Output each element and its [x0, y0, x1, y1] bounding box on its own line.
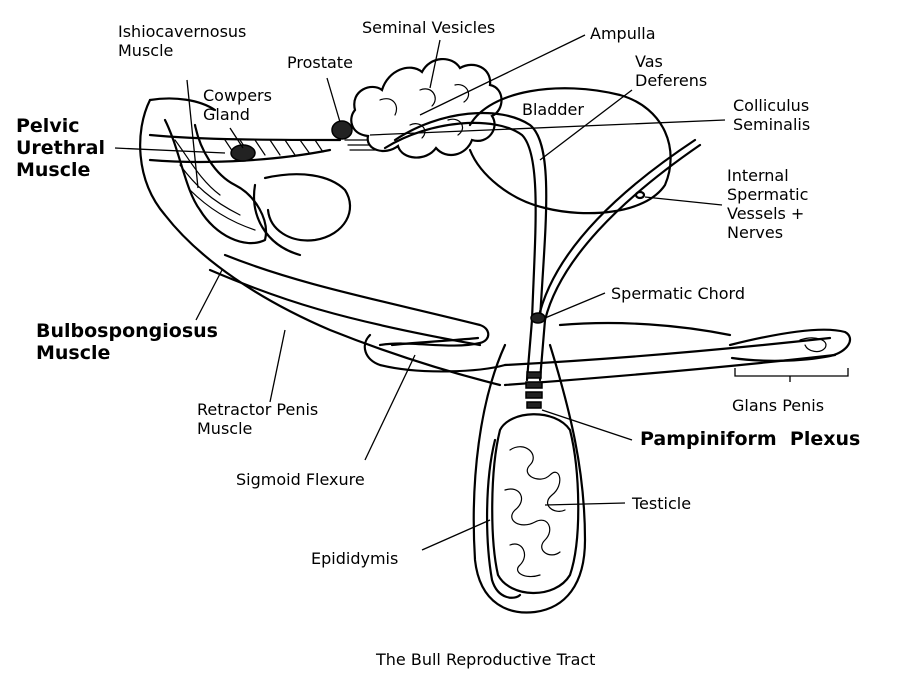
leader-bulbospongiosus: [195, 269, 223, 321]
testis-outline: [491, 413, 580, 595]
leader-cowpers: [229, 127, 244, 149]
sigmoid-flexure-shape: [363, 333, 507, 373]
leader-testicle: [544, 502, 626, 506]
penis-upper: [223, 253, 490, 347]
label-seminal-vesicles: Seminal Vesicles: [362, 18, 496, 37]
label-colliculus-seminalis: Colliculus Seminalis: [733, 96, 811, 134]
label-cowpers-gland: Cowpers Gland: [203, 86, 272, 124]
glans-bracket: [734, 368, 849, 382]
abdominal-wall: [558, 321, 732, 337]
vas-deferens-path-2: [383, 121, 537, 322]
leader-spermatic-chord: [544, 292, 606, 319]
seminal-vesicles-shape: [350, 58, 503, 159]
sigmoid-inner: [390, 336, 480, 347]
label-internal-spermatic: Internal Spermatic Vessels + Nerves: [727, 166, 809, 242]
figure-caption: The Bull Reproductive Tract: [376, 650, 596, 669]
ischiocavernosus-muscle: [163, 118, 268, 245]
leader-seminal-vesicles: [429, 39, 441, 89]
label-vas-deferens: Vas Deferens: [635, 52, 708, 90]
seminal-vesicles-lobes: [379, 83, 470, 139]
label-ampulla: Ampulla: [590, 24, 656, 43]
leader-pampiniform: [541, 409, 633, 441]
leader-internal-spermatic: [644, 196, 723, 206]
testis-convolutions: [504, 446, 566, 578]
label-pelvic-urethral-muscle: Pelvic Urethral Muscle: [16, 115, 105, 181]
penis-lower-band: [208, 268, 482, 347]
glans-spiral: [799, 337, 827, 353]
label-spermatic-chord: Spermatic Chord: [611, 284, 745, 303]
leader-ampulla: [419, 34, 586, 116]
label-testicle: Testicle: [632, 494, 692, 513]
label-ischiocavernosus: Ishiocavernosus Muscle: [118, 22, 247, 60]
spermatic-vessels: [543, 143, 702, 322]
label-glans-penis: Glans Penis: [732, 396, 825, 415]
rectum-loop: [263, 173, 352, 242]
spermatic-chord-ring: [530, 312, 546, 324]
leader-epididymis: [421, 519, 491, 551]
label-pampiniform-plexus: Pampiniform Plexus: [640, 428, 861, 450]
label-bladder: Bladder: [522, 100, 584, 119]
rectum-loop-2: [253, 183, 302, 257]
label-epididymis: Epididymis: [311, 549, 399, 568]
pampiniform-coils: [525, 371, 543, 409]
cowpers-gland-shape: [230, 144, 256, 162]
scrotum-outline: [472, 343, 587, 614]
leader-pelvic-urethral: [114, 147, 226, 154]
leader-retractor: [269, 329, 286, 403]
label-bulbospongiosus: Bulbospongiosus Muscle: [36, 320, 218, 364]
spermatic-vessel-knot: [634, 190, 646, 200]
spermatic-vessels-2: [536, 138, 697, 322]
epididymis-shape: [486, 438, 522, 599]
leader-ischiocavernosus: [186, 79, 199, 189]
leader-colliculus: [369, 119, 726, 136]
penis-shaft-upper: [503, 336, 832, 367]
leader-vas-deferens: [539, 89, 633, 161]
leader-sigmoid: [364, 354, 416, 461]
label-retractor-penis: Retractor Penis Muscle: [197, 400, 319, 438]
leader-prostate: [326, 77, 341, 123]
pelvic-outline-inner: [148, 97, 217, 112]
prostate-shape: [331, 120, 353, 140]
glans-penis-shape: [728, 328, 851, 362]
label-sigmoid-flexure: Sigmoid Flexure: [236, 470, 365, 489]
bladder-shape: [468, 87, 672, 215]
vas-deferens-path: [393, 111, 548, 322]
spermatic-chord: [525, 318, 547, 382]
label-prostate: Prostate: [287, 53, 353, 72]
